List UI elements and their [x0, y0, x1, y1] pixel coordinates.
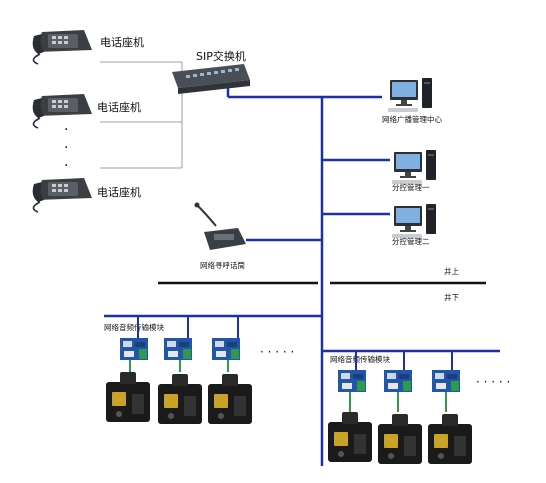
module-group-right: · · · · · [328, 351, 510, 464]
mine-speaker-icon [208, 374, 252, 424]
desktop-pc-icon [392, 204, 436, 238]
sub-control-pc-2: 分控管理二 [392, 204, 436, 246]
audio-module-board-icon [432, 370, 460, 392]
audio-module-board-icon [384, 370, 412, 392]
vertical-ellipsis-3: . [64, 154, 68, 170]
backbone-network [104, 88, 500, 466]
desk-phone-icon [31, 29, 93, 65]
module-group-right-label: 网络音频传输模块 [330, 354, 390, 364]
mine-speaker-icon [328, 412, 372, 462]
audio-module-board-icon [164, 338, 192, 360]
network-switch-icon [172, 64, 250, 94]
above-ground-label: 井上 [444, 266, 459, 276]
audio-module-board-icon [338, 370, 366, 392]
audio-module-board-icon [120, 338, 148, 360]
paging-microphone-icon [194, 202, 246, 250]
module-group-left-label: 网络音频传输模块 [104, 322, 164, 332]
paging-microphone-label: 网络寻呼话筒 [200, 260, 245, 270]
sip-switch-label: SIP交换机 [196, 49, 246, 63]
paging-microphone: 网络寻呼话筒 [194, 202, 246, 270]
module-group-left: · · · · · [106, 316, 294, 424]
mine-speaker-icon [106, 372, 150, 422]
sip-switch: SIP交换机 [172, 49, 250, 94]
desk-phone-icon [31, 177, 93, 213]
mine-speaker-icon [428, 414, 472, 464]
mine-speaker-icon [158, 374, 202, 424]
sub-control-pc-1: 分控管理一 [392, 150, 436, 192]
phone-2-label: 电话座机 [97, 100, 141, 114]
broadcast-center-pc: 网络广播管理中心 [382, 78, 442, 124]
phone-2: 电话座机 [31, 93, 141, 129]
phone-1: 电话座机 [31, 29, 144, 65]
mine-speaker-icon [378, 414, 422, 464]
right-horizontal-ellipsis: · · · · · [476, 375, 510, 389]
left-horizontal-ellipsis: · · · · · [260, 345, 294, 359]
vertical-ellipsis-2: . [64, 136, 68, 152]
desktop-pc-icon [392, 150, 436, 184]
phone-1-label: 电话座机 [100, 35, 144, 49]
desk-phone-icon [31, 93, 93, 129]
vertical-ellipsis-1: . [64, 118, 68, 134]
audio-module-board-icon [212, 338, 240, 360]
broadcast-center-label: 网络广播管理中心 [382, 114, 442, 124]
desktop-pc-icon [388, 78, 432, 112]
sub-control-2-label: 分控管理二 [392, 236, 430, 246]
phone-3-label: 电话座机 [97, 185, 141, 199]
below-ground-label: 井下 [444, 292, 459, 302]
phone-3: 电话座机 [31, 177, 141, 213]
sub-control-1-label: 分控管理一 [392, 182, 430, 192]
